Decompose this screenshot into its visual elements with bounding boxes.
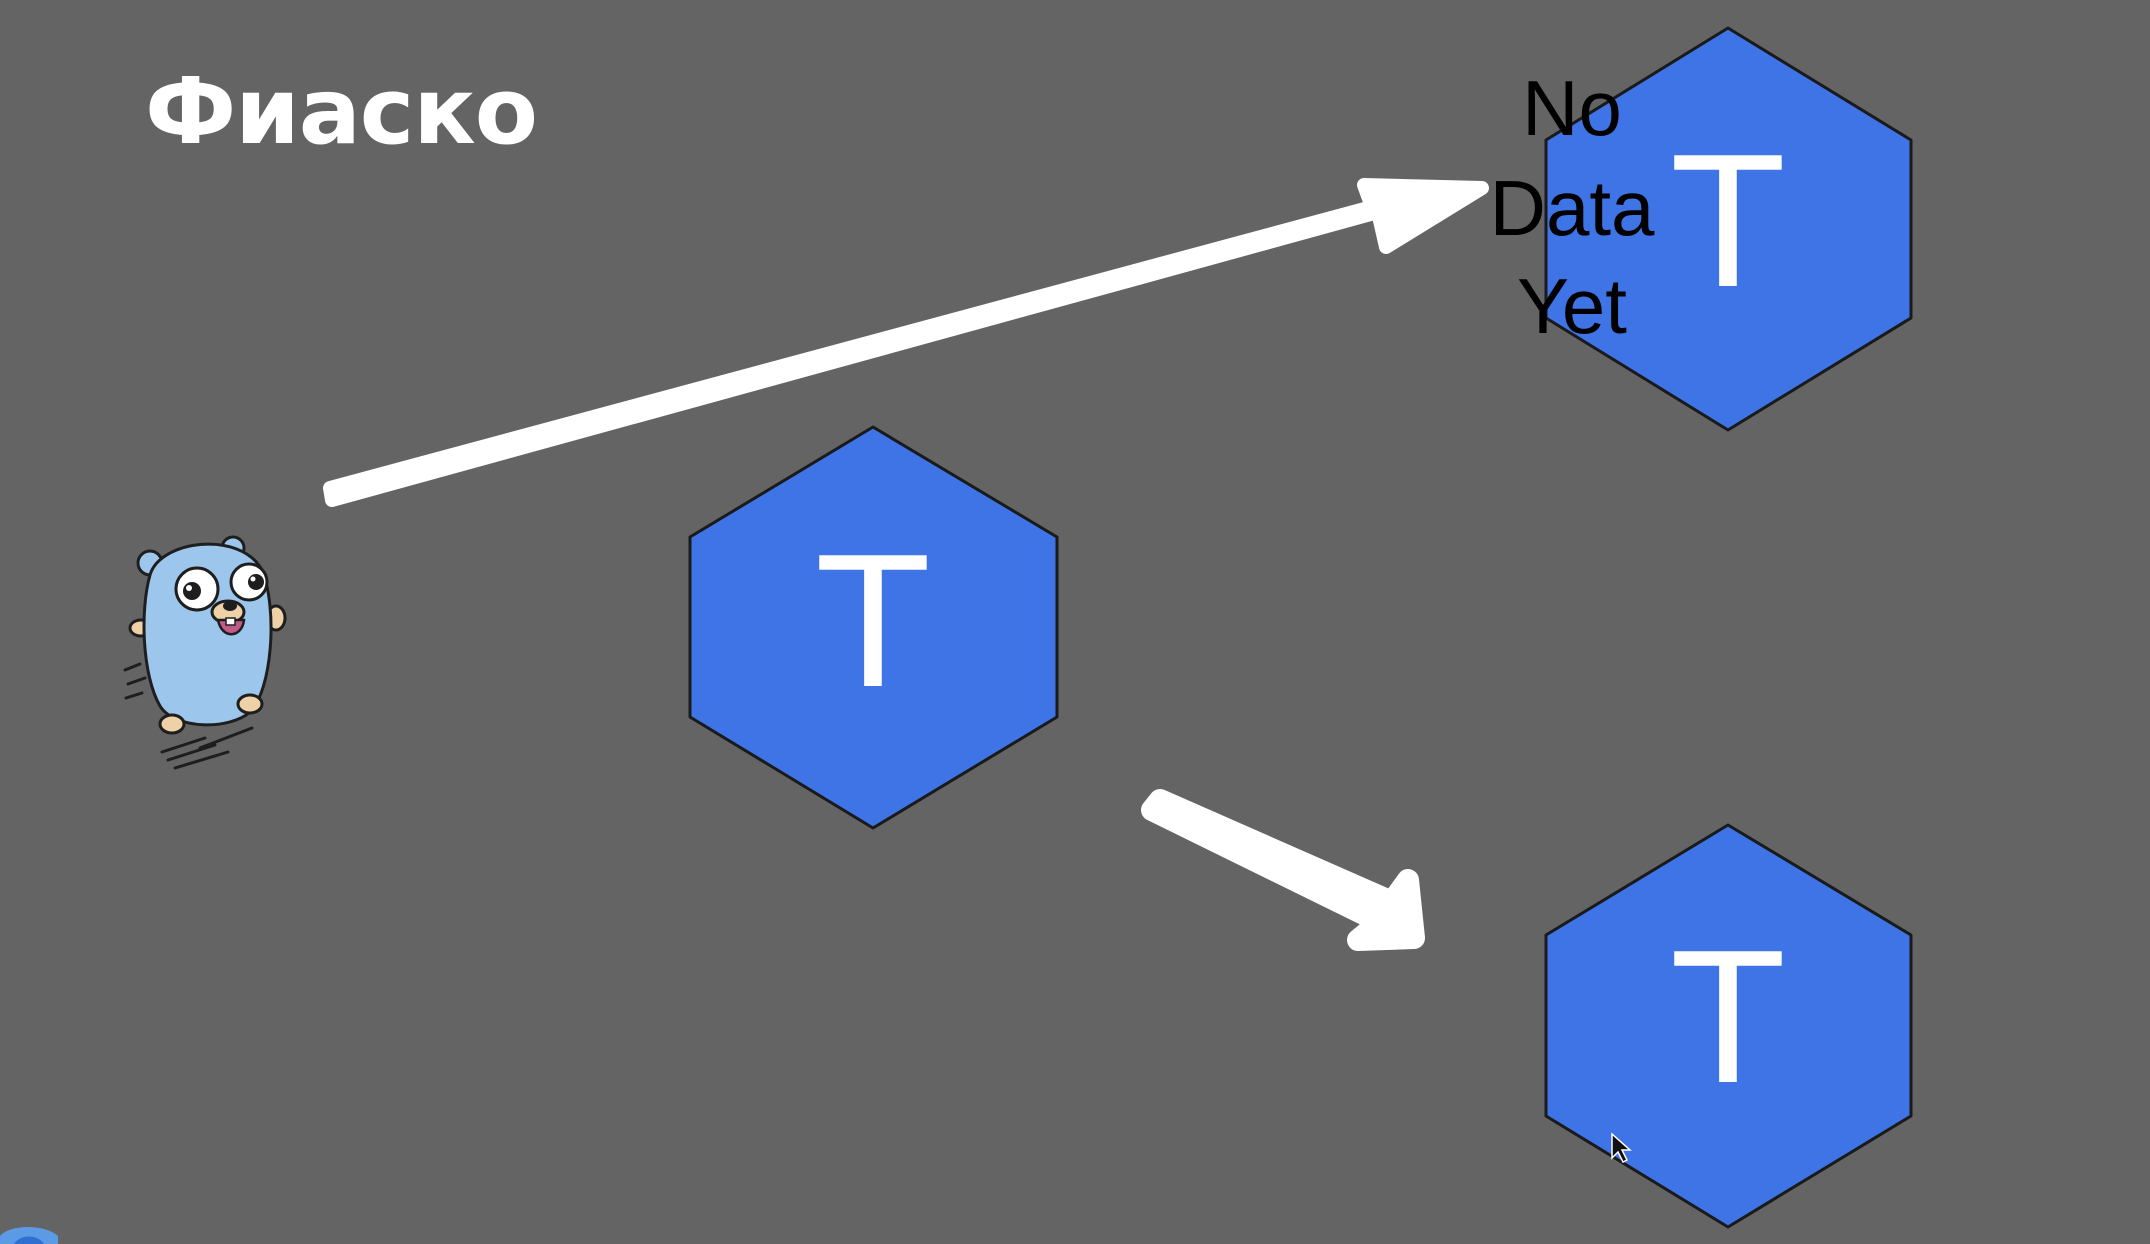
target-top-node-label: T bbox=[1670, 115, 1786, 327]
target-top-node: T bbox=[1544, 26, 1913, 432]
annotation-line-3: Yet bbox=[1517, 262, 1627, 350]
annotation-line-1: No bbox=[1522, 64, 1622, 152]
source-node-label: T bbox=[815, 515, 931, 727]
annotation-line-2: Data bbox=[1490, 164, 1655, 252]
gopher-icon bbox=[123, 535, 287, 770]
source-node: T bbox=[688, 425, 1059, 830]
corner-app-icon[interactable] bbox=[0, 1227, 58, 1244]
slide-title: Фиаско bbox=[145, 58, 538, 165]
arrow-to-top-node bbox=[323, 178, 1489, 507]
arrow-to-bottom-node bbox=[1141, 789, 1425, 951]
target-bottom-node: T bbox=[1544, 823, 1913, 1229]
no-data-annotation: No Data Yet bbox=[1490, 64, 1655, 350]
target-bottom-node-label: T bbox=[1670, 911, 1786, 1123]
mouse-pointer-icon bbox=[1611, 1132, 1632, 1164]
